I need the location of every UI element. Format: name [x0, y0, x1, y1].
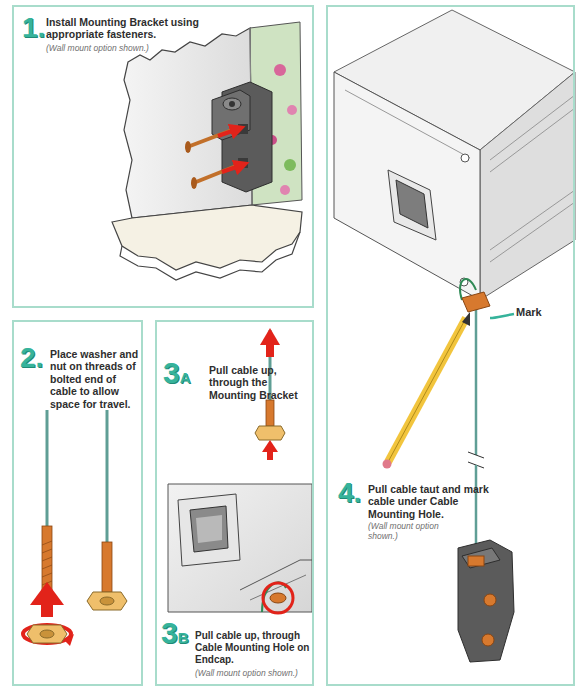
step-panel: 1.Install Mounting Bracket using appropr… — [12, 5, 314, 308]
endcap-scene — [168, 484, 312, 613]
wall-scene — [112, 22, 302, 280]
step-panel: 2.Place washer and nut on threads of bol… — [12, 320, 143, 686]
step-number: 4. — [338, 479, 368, 507]
step-number: 3A — [163, 358, 207, 388]
callout-label: Mark — [516, 306, 542, 318]
step-number: 2. — [20, 344, 50, 372]
extrusion-scene — [334, 10, 575, 662]
instruction-text: Place washer and nut on threads of bolte… — [50, 348, 142, 410]
step-panel: 4.Pull cable taut and mark cable under C… — [326, 5, 575, 686]
instruction-text: Pull cable taut and mark cable under Cab… — [368, 483, 508, 520]
note-text: (Wall mount option shown.) — [368, 521, 448, 541]
note-text: (Wall mount option shown.) — [195, 668, 313, 678]
cable-nut-scene — [23, 410, 127, 646]
step-panel: 3APull cable up, through the Mounting Br… — [155, 320, 314, 686]
instruction-text: Install Mounting Bracket using appropria… — [46, 16, 251, 41]
instruction-text: Pull cable up, through Cable Mounting Ho… — [195, 630, 313, 665]
instruction-text: Pull cable up, through the Mounting Brac… — [209, 364, 309, 401]
note-text: (Wall mount option shown.) — [46, 43, 246, 53]
